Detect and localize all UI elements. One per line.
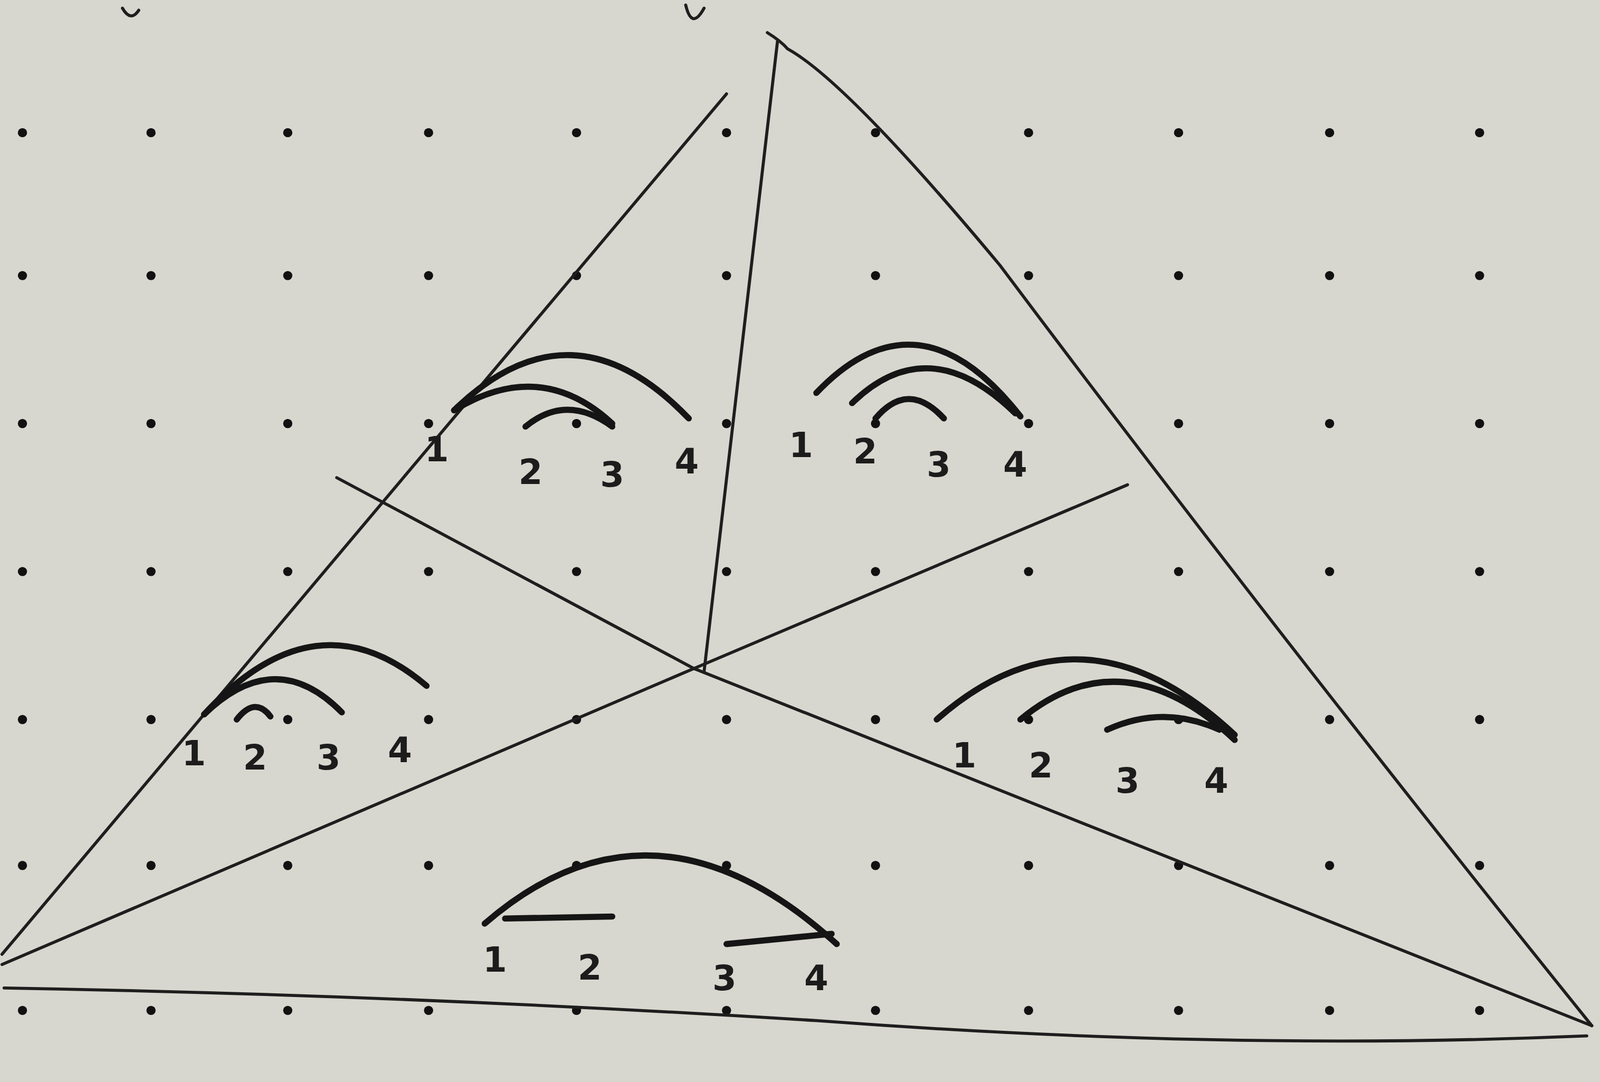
grid-dot — [1474, 128, 1484, 138]
grid-dot — [283, 128, 293, 138]
point-number: 4 — [804, 960, 829, 996]
point-number: 4 — [387, 732, 413, 768]
grid-dot — [572, 128, 582, 138]
grid-dot — [721, 270, 731, 280]
grid-dot — [146, 418, 156, 428]
grid-dot — [1325, 860, 1335, 870]
grid-dot — [423, 418, 433, 428]
left-edge — [2, 93, 727, 955]
grid-dot — [17, 1005, 27, 1015]
point-number: 3 — [712, 960, 737, 996]
grid-dot — [423, 860, 433, 870]
grid-dot — [1474, 715, 1484, 725]
point-number: 1 — [182, 735, 207, 771]
right-edge — [767, 32, 1592, 1026]
grid-dot — [721, 128, 731, 138]
grid-dot — [17, 860, 27, 870]
median-line — [336, 477, 1592, 1026]
grid-dot — [283, 418, 293, 428]
grid-dot — [283, 860, 293, 870]
grid-dot — [1174, 566, 1184, 576]
bottom-edge — [4, 987, 1587, 1042]
grid-dot — [146, 128, 156, 138]
grid-dot — [1325, 566, 1335, 576]
grid-dot — [1474, 270, 1484, 280]
grid-dot — [870, 860, 880, 870]
grid-dot — [423, 270, 433, 280]
grid-dot — [283, 715, 293, 725]
grid-dot — [146, 566, 156, 576]
point-number: 2 — [853, 433, 878, 469]
point-number: 1 — [788, 427, 814, 463]
point-number: 3 — [316, 739, 341, 775]
stray-mark — [122, 7, 139, 16]
point-number: 2 — [1028, 747, 1053, 783]
stray-mark — [685, 5, 704, 19]
point-number: 2 — [518, 453, 544, 489]
grid-dot — [870, 1005, 880, 1015]
grid-dot — [283, 1005, 293, 1015]
grid-dot — [1474, 566, 1484, 576]
grid-dot — [1174, 418, 1184, 428]
grid-dot — [423, 715, 433, 725]
grid-dot — [423, 128, 433, 138]
grid-dot — [17, 418, 27, 428]
grid-dot — [17, 270, 27, 280]
grid-dot — [146, 860, 156, 870]
grid-dot — [17, 128, 27, 138]
grid-dot — [1023, 1005, 1033, 1015]
grid-dot — [1023, 566, 1033, 576]
median-line — [2, 484, 1128, 965]
grid-dot — [870, 270, 880, 280]
point-number: 1 — [482, 941, 508, 977]
arc-diagrams — [204, 344, 1235, 945]
grid-dot — [17, 566, 27, 576]
point-number: 1 — [951, 737, 977, 773]
grid-dot — [1325, 1005, 1335, 1015]
triangle-lines — [2, 5, 1593, 1042]
grid-dot — [146, 1005, 156, 1015]
grid-dot — [1325, 418, 1335, 428]
grid-dot — [721, 566, 731, 576]
point-number: 1 — [424, 431, 450, 467]
grid-dot — [146, 270, 156, 280]
grid-dot — [423, 566, 433, 576]
point-number: 4 — [1003, 446, 1028, 482]
grid-dot — [283, 566, 293, 576]
grid-dot — [721, 715, 731, 725]
grid-dot — [1474, 418, 1484, 428]
grid-dot — [1023, 128, 1033, 138]
grid-dot — [1023, 860, 1033, 870]
grid-dot — [1325, 128, 1335, 138]
grid-dot — [870, 566, 880, 576]
grid-dot — [1174, 128, 1184, 138]
grid-dot — [283, 270, 293, 280]
grid-dot — [1023, 418, 1033, 428]
grid-dot — [1174, 270, 1184, 280]
point-number: 4 — [1204, 763, 1229, 798]
point-number: 2 — [577, 949, 603, 985]
grid-dot — [1325, 715, 1335, 725]
grid-dot — [572, 418, 582, 428]
point-number: 3 — [926, 446, 951, 482]
point-number: 3 — [600, 456, 625, 492]
point-number: 2 — [243, 739, 268, 775]
grid-dot — [1174, 1005, 1184, 1015]
grid-dot — [17, 715, 27, 725]
grid-dot — [572, 566, 582, 576]
grid-dot — [1474, 860, 1484, 870]
point-number: 3 — [1115, 763, 1140, 798]
grid-dot — [870, 715, 880, 725]
grid-dot — [423, 1005, 433, 1015]
grid-dot — [721, 418, 731, 428]
grid-dot — [1474, 1005, 1484, 1015]
grid-dot — [146, 715, 156, 725]
point-number: 4 — [674, 443, 699, 479]
grid-dot — [1325, 270, 1335, 280]
grid-dot — [1023, 270, 1033, 280]
median-line — [703, 40, 778, 672]
